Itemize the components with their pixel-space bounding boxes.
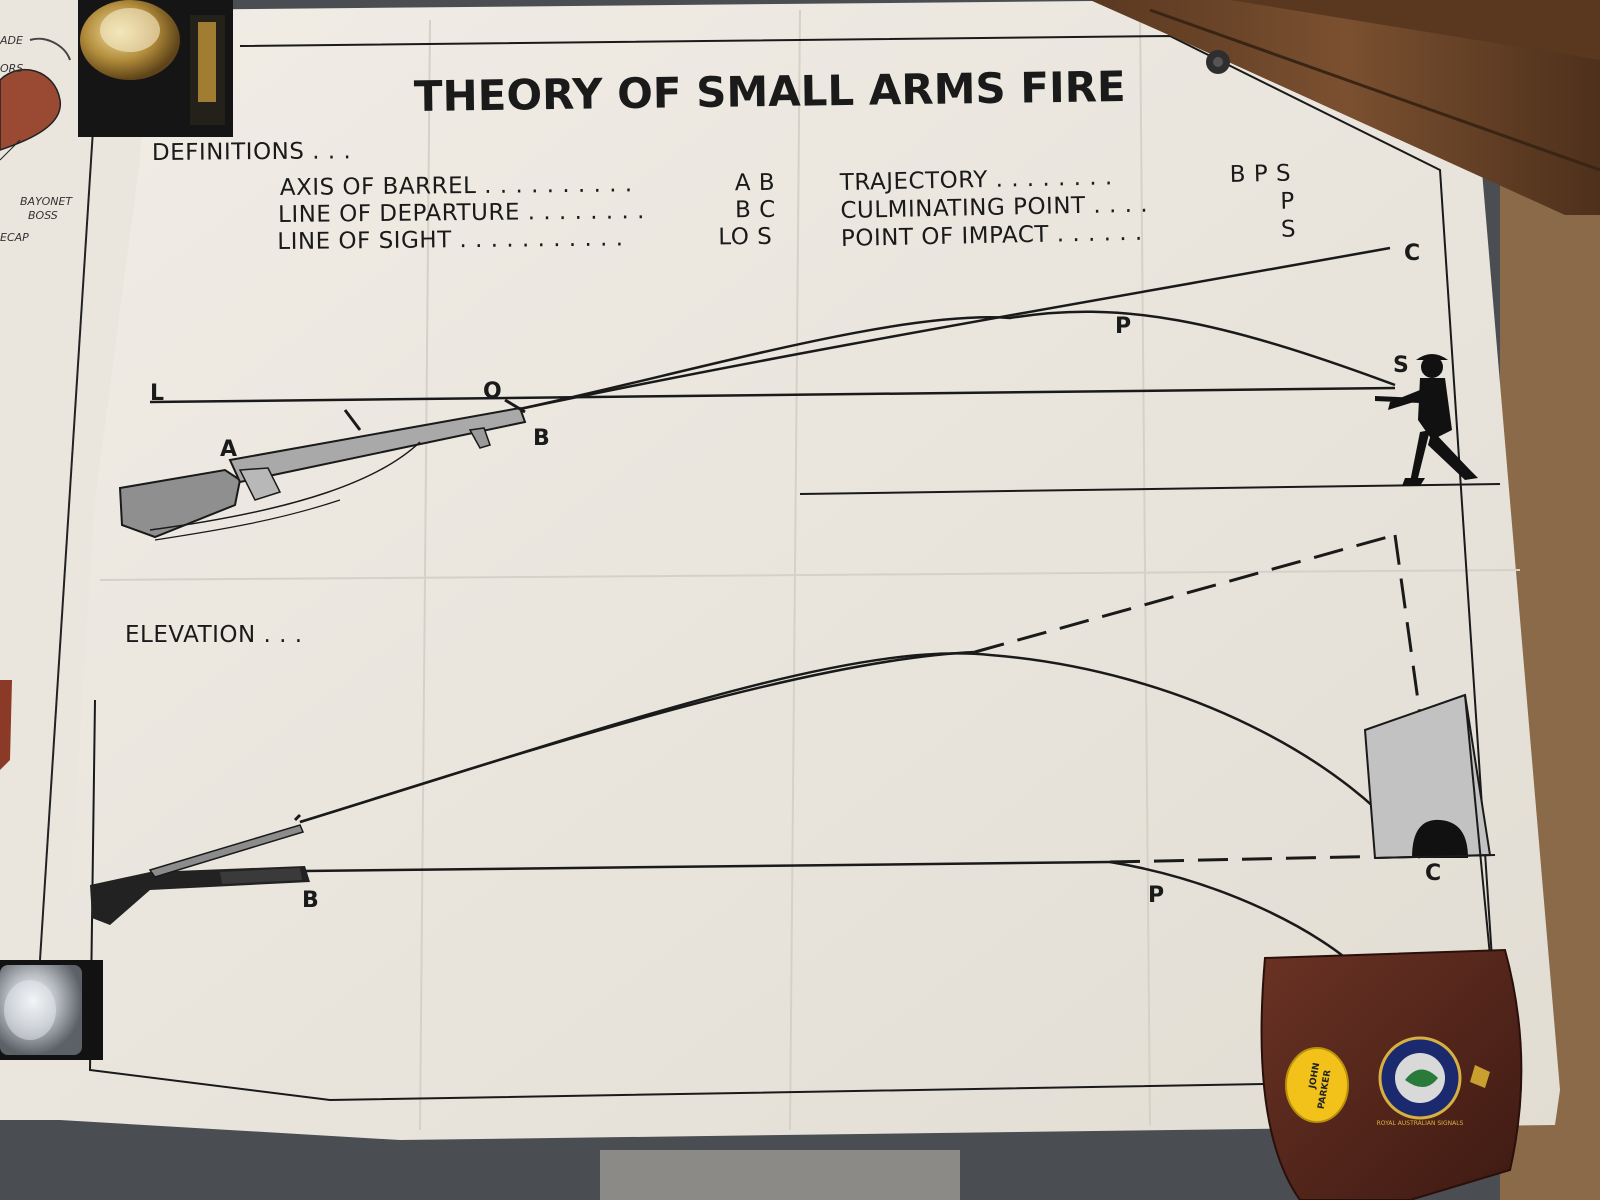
label-A: A [220,437,237,462]
rifle-sling [149,441,421,531]
def-term-point-of-impact: POINT OF IMPACT . . . . . . [841,220,1143,252]
bottom-line-dashed [1109,854,1396,864]
def-code-los: LO S [718,224,772,251]
crown-icon [1470,1065,1490,1088]
bottom-diagram: B P C [90,533,1501,1061]
line-of-departure [514,246,1391,412]
elevated-trajectory [299,652,1422,859]
wooden-beam [1090,0,1600,215]
def-code-p: P [1280,188,1295,214]
rifle-part-illustration [0,69,61,151]
def-term-line-of-departure: LINE OF DEPARTURE . . . . . . . . [278,198,645,228]
label-P-bottom: P [1148,883,1164,908]
fragment-label-ade: ADE [0,34,23,47]
line-of-sight [149,386,1396,404]
rifle-barrel-body [228,406,527,484]
badge-text: ROYAL AUSTRALIAN SIGNALS [1377,1120,1464,1127]
def-code-s: S [1281,216,1297,242]
rifle-stock [118,468,242,539]
vertical-dashed-line [1393,534,1422,716]
award-plaque: JOHN PARKER ROYAL AUSTRALIAN SIGNALS [1260,948,1523,1200]
label-S: S [1393,353,1409,378]
top-diagram: L O A B C P S [118,241,1501,541]
label-P-top: P [1115,314,1131,339]
def-code-ab: A B [735,170,776,196]
rifle-bottom-illustration [90,813,310,925]
medal-text-john: JOHN [1308,1062,1323,1090]
soldier-target-silhouette [1375,354,1478,486]
label-L: L [150,381,164,406]
label-C-top: C [1404,241,1420,266]
elevation-heading: ELEVATION . . . [125,622,303,648]
left-poster-fragment: ADE ORS BAYONET BOSS ECAP [0,0,150,1120]
definitions-left: AXIS OF BARREL . . . . . . . . . . A B L… [277,170,776,255]
def-term-axis-of-barrel: AXIS OF BARREL . . . . . . . . . . [280,171,633,201]
label-B-bottom: B [302,888,319,913]
definitions-right: TRAJECTORY . . . . . . . . B P S CULMINA… [839,161,1297,252]
target-bullseye [1412,819,1468,858]
def-term-trajectory: TRAJECTORY . . . . . . . . [839,164,1113,196]
ground-line [799,483,1501,495]
label-B-top: B [533,426,550,451]
floor-fabric [600,1150,960,1200]
definitions-heading: DEFINITIONS . . . [152,138,352,166]
elevated-line-dashed [974,533,1396,654]
def-term-line-of-sight: LINE OF SIGHT . . . . . . . . . . . [277,225,623,255]
def-code-bc: B C [735,197,776,223]
bottom-line-of-sight [304,860,1111,873]
def-term-culminating-point: CULMINATING POINT . . . . [840,192,1148,224]
label-O: O [483,379,502,404]
poster-title: THEORY OF SMALL ARMS FIRE [414,62,1126,121]
fragment-label-boss: BOSS [28,209,58,222]
trophy-top-left [78,0,233,137]
fragment-label-ors: ORS [0,62,23,75]
fragment-label-bayonet: BAYONET [20,195,73,208]
rifle-top-illustration [118,398,527,541]
trophy-bottom-left [0,960,103,1060]
trajectory-curve [514,310,1396,412]
red-illustration-fragment [0,680,12,770]
def-code-bps: B P S [1229,161,1291,188]
fragment-label-ecap: ECAP [0,231,29,244]
trophy-plate [198,22,216,102]
label-C-bottom: C [1425,861,1441,886]
paper-folds [99,9,1521,1131]
gold-medallion [1285,1047,1349,1123]
